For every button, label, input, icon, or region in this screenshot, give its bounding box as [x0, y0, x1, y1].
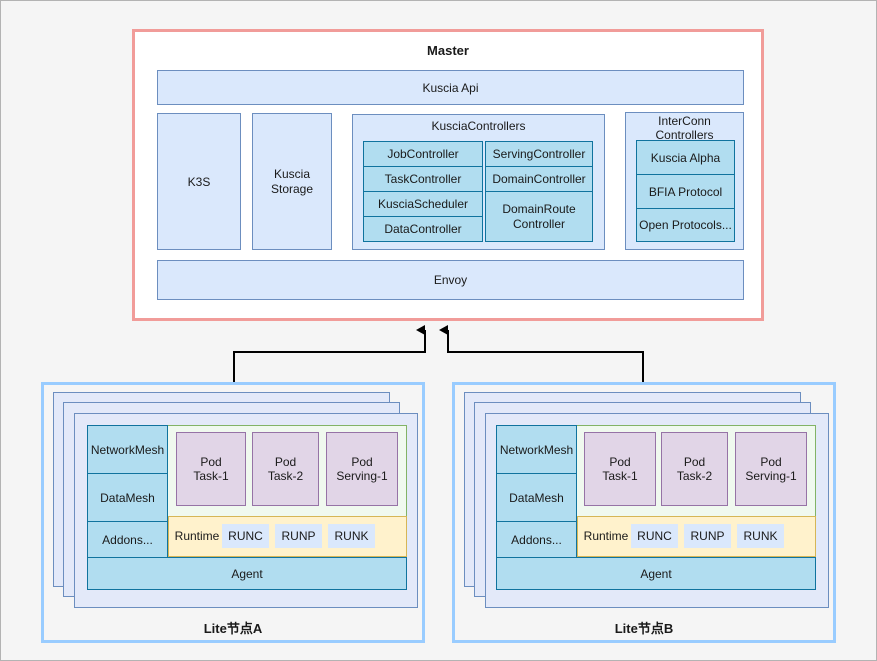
lite-node-b-title: Lite节点B: [614, 620, 674, 636]
lite-a-runtime-label: Runtime: [174, 529, 220, 543]
arrow-lite-b-to-master: [439, 325, 644, 384]
master-title: Master: [427, 42, 469, 58]
lite-a-datamesh-box: DataMesh: [87, 473, 168, 522]
lite-a-pod-task-1-line2: Task-1: [193, 469, 229, 483]
lite-b-runk-box: RUNK: [737, 524, 784, 548]
bfia-protocol-box: BFIA Protocol: [636, 174, 735, 209]
lite-a-addons-box: Addons...: [87, 521, 168, 558]
domainroute-controller-box: DomainRoute Controller: [485, 191, 593, 242]
envoy-box: Envoy: [157, 260, 744, 300]
lite-a-pod-task-2-line1: Pod: [274, 455, 297, 469]
lite-a-runc-box: RUNC: [222, 524, 269, 548]
lite-b-agent-box: Agent: [496, 557, 816, 590]
lite-b-runp-box: RUNP: [684, 524, 731, 548]
kuscia-controllers-title: KusciaControllers: [431, 119, 526, 133]
open-protocols-box: Open Protocols...: [636, 208, 735, 242]
lite-b-pod-task-1-line2: Task-1: [602, 469, 638, 483]
lite-b-pod-serving-1-line1: Pod: [760, 455, 782, 469]
domainroute-controller-label: DomainRoute Controller: [502, 201, 576, 231]
lite-a-pod-task-2-line2: Task-2: [267, 469, 304, 483]
domain-controller-box: DomainController: [485, 166, 593, 192]
k3s-box: K3S: [157, 113, 241, 250]
arrow-lite-a-to-master: [233, 325, 426, 384]
lite-b-datamesh-box: DataMesh: [496, 473, 577, 522]
lite-a-pod-serving-1-line1: Pod: [351, 455, 373, 469]
job-controller-box: JobController: [363, 141, 483, 167]
lite-b-pod-task-2-line1: Pod: [683, 455, 706, 469]
kuscia-scheduler-box: KusciaScheduler: [363, 191, 483, 217]
lite-b-pod-task-1-line1: Pod: [609, 455, 631, 469]
lite-a-agent-box: Agent: [87, 557, 407, 590]
lite-node-a-title: Lite节点A: [203, 620, 263, 636]
lite-b-runc-box: RUNC: [631, 524, 678, 548]
lite-b-addons-box: Addons...: [496, 521, 577, 558]
kuscia-alpha-box: Kuscia Alpha: [636, 140, 735, 175]
lite-b-pod-task-2-line2: Task-2: [676, 469, 713, 483]
lite-a-runp-box: RUNP: [275, 524, 322, 548]
kuscia-api-box: Kuscia Api: [157, 70, 744, 105]
data-controller-box: DataController: [363, 216, 483, 242]
lite-a-networkmesh-box: NetworkMesh: [87, 425, 168, 474]
lite-a-pod-serving-1-line2: Serving-1: [336, 469, 388, 483]
serving-controller-box: ServingController: [485, 141, 593, 167]
kuscia-storage-box: Kuscia Storage: [252, 113, 332, 250]
interconn-controllers-title: InterConn Controllers: [655, 114, 714, 142]
lite-b-pod-serving-1-line2: Serving-1: [745, 469, 797, 483]
lite-a-runk-box: RUNK: [328, 524, 375, 548]
lite-b-runtime-label: Runtime: [583, 529, 629, 543]
lite-b-networkmesh-box: NetworkMesh: [496, 425, 577, 474]
lite-a-pod-task-1-line1: Pod: [200, 455, 222, 469]
task-controller-box: TaskController: [363, 166, 483, 192]
kuscia-storage-label: Kuscia Storage: [270, 166, 314, 196]
